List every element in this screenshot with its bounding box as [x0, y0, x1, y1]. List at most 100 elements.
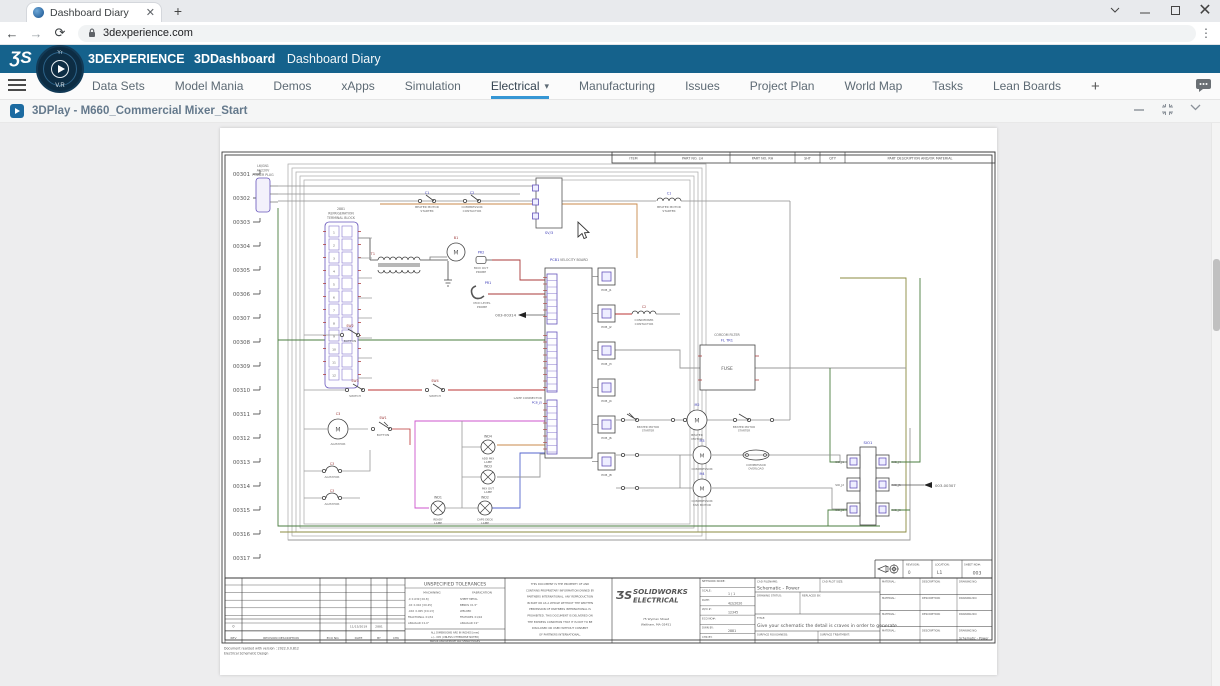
content-scrollbar[interactable] — [1211, 123, 1220, 686]
motor-row-m2: BEATER MOTOR STARTER M M2 BEATER MOTOR B… — [616, 403, 790, 441]
svg-text:2: 2 — [333, 244, 335, 248]
svg-text:AGITATOR: AGITATOR — [325, 502, 340, 506]
svg-text:WELDED: WELDED — [460, 609, 471, 613]
window-maximize-button[interactable] — [1160, 0, 1190, 20]
tab-world-map[interactable]: World Map — [844, 79, 903, 93]
svg-text:BEATER MOTOR: BEATER MOTOR — [733, 425, 755, 429]
window-minimize-button[interactable] — [1130, 0, 1160, 20]
add-dashboard-tab-button[interactable]: + — [1091, 77, 1100, 95]
svg-text:SURFACE TREATMENT:: SURFACE TREATMENT: — [820, 633, 850, 637]
3ds-logo[interactable]: ƷS — [10, 48, 32, 67]
svg-text:CONTAINS PROPRIETARY INFORMATI: CONTAINS PROPRIETARY INFORMATION OWNED B… — [526, 588, 594, 592]
svg-text:SIO_J2: SIO_J2 — [835, 483, 844, 487]
svg-text:L6/GN1: L6/GN1 — [257, 164, 269, 168]
tab-issues[interactable]: Issues — [685, 79, 720, 93]
tab-close-icon[interactable]: ✕ — [145, 7, 155, 19]
svg-text:IND1: IND1 — [434, 496, 442, 500]
svg-text:C1: C1 — [425, 191, 430, 195]
tab-demos[interactable]: Demos — [273, 79, 312, 93]
tab-data-sets[interactable]: Data Sets — [92, 79, 145, 93]
svg-text:00315: 00315 — [233, 508, 250, 514]
browser-menu-icon[interactable]: ⋮ — [1200, 26, 1212, 40]
svg-text:00317: 00317 — [233, 556, 250, 562]
hamburger-menu-icon[interactable] — [8, 79, 26, 93]
tab-electrical[interactable]: Electrical▾ — [490, 73, 550, 99]
browser-tab[interactable]: Dashboard Diary ✕ — [26, 2, 162, 22]
svg-text:PCB_J8: PCB_J8 — [601, 473, 611, 477]
svg-text:ECO NO.: ECO NO. — [327, 636, 340, 640]
svg-text:COMPRESSOR: COMPRESSOR — [691, 467, 712, 471]
svg-text:FUSE: FUSE — [721, 366, 733, 372]
reload-button[interactable]: ⟳ — [54, 25, 66, 40]
svg-text:+/- .005 (UNLESS OTHERWISE NOT: +/- .005 (UNLESS OTHERWISE NOTED) — [431, 635, 479, 639]
widget-collapse-chevron-icon[interactable] — [1190, 104, 1206, 111]
svg-text:CHK: CHK — [393, 636, 400, 640]
svg-text:8: 8 — [333, 322, 335, 326]
svg-text:0: 0 — [908, 570, 911, 575]
dashboard-tabs: Data Sets Model Mania Demos xApps Simulation… — [92, 73, 1100, 99]
svg-text:CONDENSER: CONDENSER — [634, 318, 653, 322]
svg-text:MOTOR: MOTOR — [691, 437, 702, 441]
tab-manufacturing[interactable]: Manufacturing — [579, 79, 656, 93]
widget-expand-icon[interactable] — [1162, 104, 1178, 115]
back-button[interactable]: ← — [5, 25, 19, 41]
svg-text:FAN MOTOR: FAN MOTOR — [693, 503, 711, 507]
cross-reference-in: 003-00314 — [495, 312, 547, 318]
svg-text:ADD MIX: ADD MIX — [482, 457, 494, 461]
schematic-components: L6/GN1 AC220V POWER PLUG C1 BEATER MOTOR… — [252, 164, 956, 526]
svg-text:PROBE: PROBE — [477, 305, 487, 309]
svg-text:TITLE:: TITLE: — [756, 616, 765, 620]
svg-text:PR2: PR2 — [478, 251, 485, 255]
scrollbar-thumb[interactable] — [1213, 259, 1220, 331]
svg-text:SCALE:: SCALE: — [702, 588, 712, 592]
svg-text:11: 11 — [332, 361, 336, 365]
svg-text:SHEET METAL: SHEET METAL — [460, 597, 478, 601]
svg-text:CAD PLOT SIZE:: CAD PLOT SIZE: — [822, 580, 843, 584]
widget-minimize-icon[interactable] — [1134, 104, 1150, 114]
svg-text:0: 0 — [232, 625, 234, 629]
tab-search-chevron-icon[interactable] — [1100, 0, 1130, 20]
forward-button[interactable]: → — [29, 25, 43, 41]
cross-reference-out: 003-00307 — [891, 482, 956, 488]
svg-text:DRAWING STATUS:: DRAWING STATUS: — [757, 594, 782, 598]
svg-text:LAMP: LAMP — [434, 521, 442, 525]
svg-text:PCB_J1: PCB_J1 — [601, 288, 611, 292]
tab-xapps[interactable]: xApps — [341, 79, 375, 93]
svg-text:Waltham, MA 02451: Waltham, MA 02451 — [641, 623, 671, 627]
widget-header[interactable] — [0, 100, 1220, 123]
tab-tasks[interactable]: Tasks — [932, 79, 963, 93]
svg-text:DESCRIPTION:: DESCRIPTION: — [922, 580, 941, 584]
contactor-c1-contacts: C1 BEATER MOTOR STARTER — [415, 191, 439, 213]
svg-text:.X ±.030 [±0.8]: .X ±.030 [±0.8] — [408, 597, 429, 601]
svg-text:003-00314: 003-00314 — [495, 313, 516, 318]
url-input[interactable]: 3dexperience.com — [78, 24, 1196, 42]
svg-text:ALL DIMENSIONS ARE IN INCHES [: ALL DIMENSIONS ARE IN INCHES [mm] — [431, 631, 479, 635]
svg-text:CAD FILENAME:: CAD FILENAME: — [757, 580, 778, 584]
compass-play-icon[interactable] — [51, 60, 69, 78]
new-tab-button[interactable]: + — [173, 3, 183, 19]
tab-chevron-icon[interactable]: ▾ — [544, 80, 550, 91]
tab-project-plan[interactable]: Project Plan — [749, 79, 815, 93]
svg-text:MCD OUT: MCD OUT — [474, 266, 489, 270]
3d-compass[interactable]: Yr V.R — [36, 45, 84, 93]
tab-lean-boards[interactable]: Lean Boards — [992, 79, 1062, 93]
svg-text:00313: 00313 — [233, 460, 250, 466]
svg-text:00301: 00301 — [233, 172, 250, 178]
platform-top-bar: ƷS 3DEXPERIENCE 3DDashboard Dashboard Di… — [0, 45, 1220, 114]
compass-ring — [43, 52, 77, 86]
svg-text:SHEET NO#:: SHEET NO#: — [964, 563, 981, 567]
svg-text:B1: B1 — [454, 236, 458, 240]
svg-text:BEATER MOTOR: BEATER MOTOR — [657, 205, 681, 209]
agitator-contact-2: C3 AGITATOR — [304, 489, 360, 506]
window-close-button[interactable]: ✕ — [1198, 2, 1212, 19]
svg-text:MATERIAL:: MATERIAL: — [882, 596, 896, 600]
svg-text:4/2/2020: 4/2/2020 — [728, 601, 742, 605]
tab-simulation[interactable]: Simulation — [404, 79, 461, 93]
svg-text:REV: REV — [230, 636, 237, 640]
tab-model-mania[interactable]: Model Mania — [174, 79, 244, 93]
agitator-motor-c3: M C3 AGITATOR — [304, 412, 368, 446]
chat-icon[interactable] — [1195, 78, 1212, 93]
